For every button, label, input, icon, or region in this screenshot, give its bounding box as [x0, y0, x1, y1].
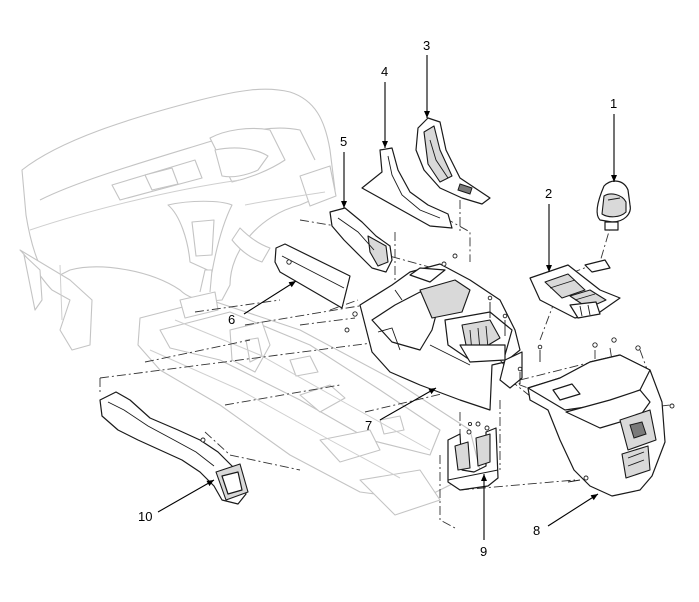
leader-6 — [243, 280, 297, 315]
side-trim-rh — [415, 117, 491, 205]
leader-8 — [547, 493, 599, 527]
front-trim — [361, 147, 453, 229]
indicator-panel — [529, 259, 621, 319]
callout-6: 6 — [228, 312, 235, 327]
callout-7: 7 — [365, 418, 372, 433]
callout-1: 1 — [610, 96, 617, 111]
crash-pad-ghost — [19, 88, 337, 351]
callout-10: 10 — [138, 509, 152, 524]
callout-labels: 1 2 3 4 5 6 7 8 9 10 — [138, 38, 617, 559]
callout-5: 5 — [340, 134, 347, 149]
trim-panel — [274, 243, 351, 309]
console-body — [344, 253, 543, 411]
callout-8: 8 — [533, 523, 540, 538]
leader-10 — [157, 479, 215, 513]
rear-console — [527, 337, 675, 497]
callout-9: 9 — [480, 544, 487, 559]
air-duct — [99, 391, 249, 505]
callout-4: 4 — [381, 64, 388, 79]
side-cover-lh — [329, 207, 393, 273]
leader-7 — [379, 387, 437, 421]
callout-3: 3 — [423, 38, 430, 53]
callout-leaders — [157, 55, 617, 540]
callout-2: 2 — [545, 186, 552, 201]
floor-tunnel-ghost — [137, 269, 481, 516]
console-bracket — [447, 421, 499, 491]
shift-knob — [596, 180, 631, 231]
